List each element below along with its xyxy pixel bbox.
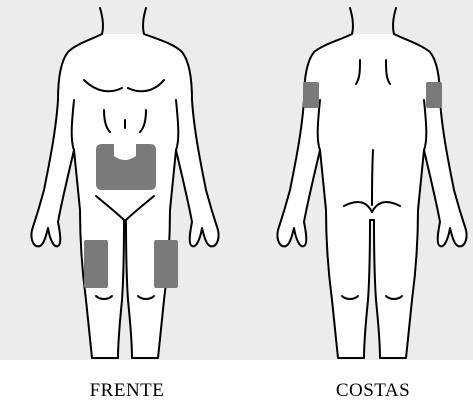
back-label: COSTAS bbox=[303, 380, 443, 402]
right-upper-arm-injection-site bbox=[426, 82, 442, 108]
right-thigh-injection-site bbox=[154, 240, 178, 288]
back-figure bbox=[277, 8, 466, 358]
front-body-outline bbox=[31, 34, 218, 358]
front-label: FRENTE bbox=[57, 380, 197, 402]
left-upper-arm-injection-site bbox=[303, 82, 319, 108]
body-figures bbox=[0, 0, 473, 360]
left-thigh-injection-site bbox=[84, 240, 108, 288]
